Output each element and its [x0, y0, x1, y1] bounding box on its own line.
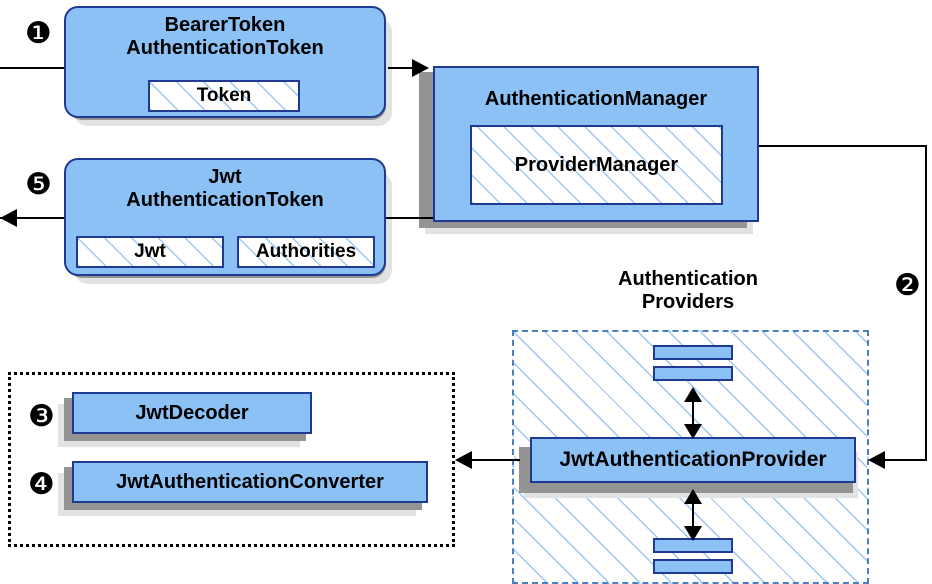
- authentication-providers-caption-line2: Providers: [641, 290, 735, 313]
- slot-jwt: Jwt: [76, 236, 224, 268]
- arrowhead-top-stub-down: [684, 424, 702, 439]
- connector-provider-to-decoders: [470, 459, 520, 461]
- authentication-manager-title: AuthenticationManager: [484, 88, 708, 110]
- jwt-provider-label: JwtAuthenticationProvider: [559, 448, 827, 471]
- bearer-token-title-line2: AuthenticationToken: [126, 37, 324, 59]
- connector-bottom-stub: [692, 494, 694, 532]
- authentication-providers-caption-line1: Authentication: [618, 268, 758, 290]
- arrowhead-top-stub-up: [684, 387, 702, 402]
- provider-stub-top-2: [653, 366, 733, 381]
- arrowhead-manager-to-provider: [868, 451, 885, 469]
- arrowhead-provider-to-decoders: [455, 451, 472, 469]
- jwt-decoder-label: JwtDecoder: [135, 401, 249, 424]
- jwt-converter-label: JwtAuthenticationConverter: [116, 470, 384, 493]
- arrowhead-bottom-stub-up: [684, 489, 702, 504]
- node-jwt-authentication-converter[interactable]: JwtAuthenticationConverter: [72, 461, 428, 503]
- region-jwt-support-components: [8, 372, 455, 547]
- arrowhead-response-out: [0, 209, 17, 227]
- connector-manager-to-provider-right: [925, 145, 927, 460]
- step-badge-3: ❸: [28, 399, 55, 434]
- connector-token-to-manager: [388, 67, 424, 69]
- slot-provider-manager: ProviderManager: [470, 125, 723, 205]
- slot-authorities: Authorities: [237, 236, 375, 268]
- authentication-providers-caption: Authentication Providers: [560, 268, 816, 314]
- provider-stub-bottom-2: [653, 559, 733, 574]
- arrowhead-token-to-manager: [412, 59, 429, 77]
- provider-stub-top-1: [653, 345, 733, 360]
- jwt-token-title-line1: Jwt: [208, 166, 242, 188]
- slot-token: Token: [148, 80, 300, 112]
- jwt-token-title-line2: AuthenticationToken: [126, 189, 324, 211]
- step-badge-4: ❹: [28, 467, 55, 502]
- connector-response-out: [0, 217, 66, 219]
- bearer-token-title-line1: BearerToken: [164, 14, 286, 36]
- connector-top-stub: [692, 392, 694, 430]
- connector-manager-to-provider-bottom: [885, 459, 927, 461]
- step-badge-2: ❷: [894, 268, 921, 303]
- node-jwt-authentication-provider[interactable]: JwtAuthenticationProvider: [530, 437, 856, 483]
- step-badge-5: ❺: [25, 167, 52, 202]
- connector-request-in: [0, 67, 66, 69]
- node-jwt-decoder[interactable]: JwtDecoder: [72, 392, 312, 434]
- connector-manager-to-provider-top: [759, 145, 927, 147]
- connector-manager-to-jwt-token: [386, 217, 434, 219]
- step-badge-1: ❶: [25, 16, 52, 51]
- arrowhead-bottom-stub-down: [684, 526, 702, 541]
